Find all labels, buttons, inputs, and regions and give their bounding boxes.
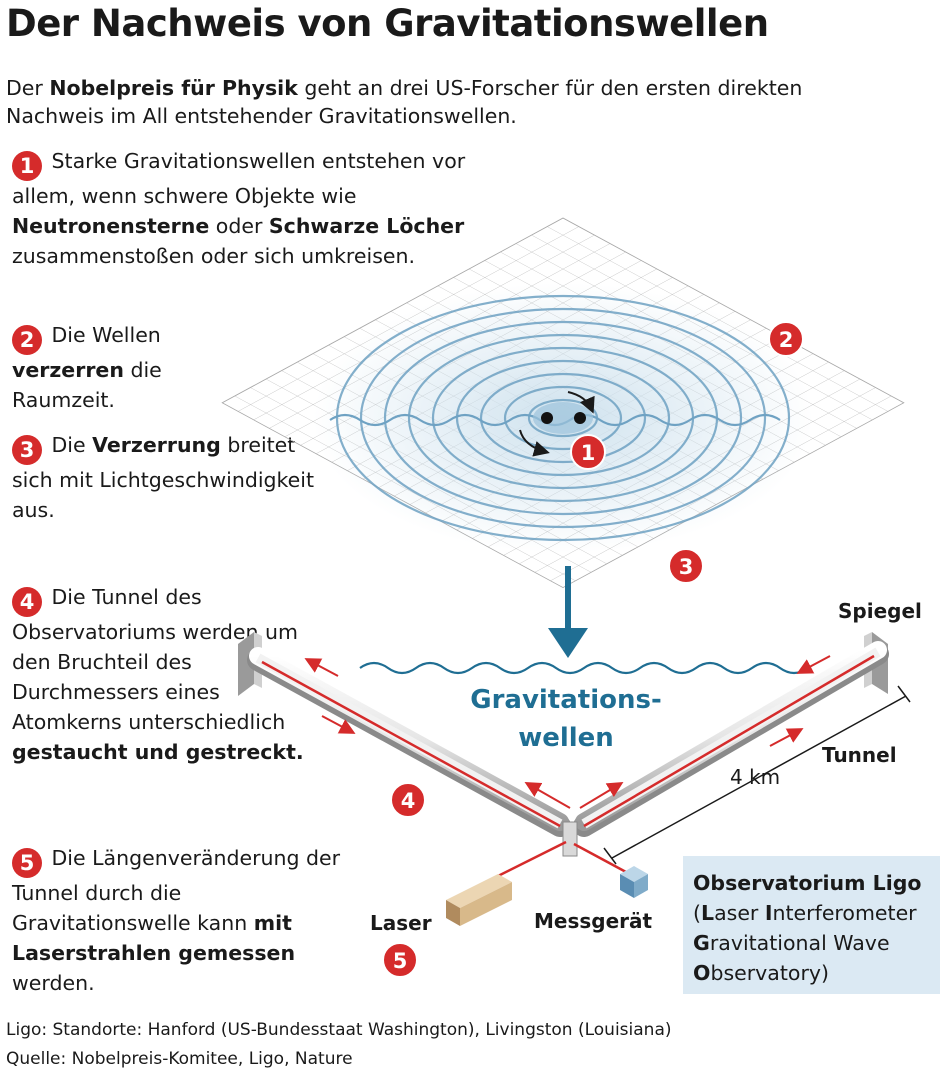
step-number-2: 2 [12, 325, 42, 355]
step-5-text-b: werden. [12, 971, 95, 995]
black-holes [519, 391, 595, 457]
intro-text: Der Nobelpreis für Physik geht an drei U… [6, 74, 906, 130]
step-number-3: 3 [12, 435, 42, 465]
marker-4-label: 4 [401, 789, 416, 813]
step-2-bold-a: verzerren [12, 358, 124, 382]
tunnel-left [247, 647, 571, 837]
marker-5-label: 5 [393, 949, 408, 973]
step-5: 5 Die Längenveränderung der Tunnel durch… [12, 843, 342, 998]
step-5-bold-a: mit Laserstrahlen gemessen [12, 911, 296, 965]
marker-3: 3 [668, 548, 704, 584]
step-1-text-b: oder [209, 214, 269, 238]
step-1-bold-a: Neutronensterne [12, 214, 210, 238]
distance-label: 4 km [730, 765, 780, 789]
footer-locations: Ligo: Standorte: Hanford (US-Bundesstaat… [6, 1020, 672, 1040]
messgeraet-label: Messgerät [534, 909, 653, 933]
gravitational-ripples [313, 283, 813, 553]
ligo-title: Observatorium Ligo [693, 871, 922, 895]
tunnel-right [573, 641, 889, 837]
detector-beam [573, 842, 627, 874]
ligo-line-1: (Laser Interferometer [693, 901, 917, 925]
step-1-text-a: Starke Gravitationswellen entstehen vor … [12, 149, 466, 208]
step-3-bold-a: Verzerrung [92, 433, 221, 457]
distance-dimension [603, 685, 911, 865]
step-4-bold-a: gestaucht und gestreckt. [12, 740, 304, 764]
ligo-line-2: Gravitational Wave [693, 931, 890, 955]
motion-arrows [304, 655, 831, 809]
step-1: 1 Starke Gravitationswellen entstehen vo… [12, 146, 472, 271]
intro-post: geht an drei US-Forscher für den ersten … [6, 76, 803, 128]
marker-4: 4 [390, 782, 426, 818]
step-5-text-a: Die Längenveränderung der Tunnel durch d… [12, 846, 341, 935]
laser-label: Laser [370, 911, 432, 935]
detector-device [620, 866, 648, 898]
laser-device [446, 874, 512, 926]
tunnel-label: Tunnel [822, 743, 897, 767]
page-title: Der Nachweis von Gravitationswellen [6, 2, 769, 45]
step-1-bold-b: Schwarze Löcher [268, 214, 465, 238]
step-2: 2 Die Wellen verzerren die Raumzeit. [12, 320, 212, 415]
beam-splitter [562, 821, 578, 857]
marker-2: 2 [768, 321, 804, 357]
intro-bold: Nobelpreis für Physik [49, 76, 298, 100]
marker-1: 1 [570, 434, 606, 470]
footer-source: Quelle: Nobelpreis-Komitee, Ligo, Nature [6, 1049, 353, 1069]
ligo-info-box: Observatorium Ligo (Laser Interferometer… [683, 856, 940, 994]
wave-label-line1: Gravitations- [470, 685, 662, 715]
ligo-line-3: Observatory) [693, 961, 830, 985]
step-4: 4 Die Tunnel des Observatoriums werden u… [12, 582, 312, 767]
step-4-text-a: Die Tunnel des Observatoriums werden um … [12, 585, 298, 734]
step-number-4: 4 [12, 587, 42, 617]
marker-1-label: 1 [581, 441, 596, 465]
laser-beam [489, 840, 567, 882]
intro-pre: Der [6, 76, 50, 100]
marker-3-label: 3 [679, 555, 694, 579]
step-3-text-a: Die [45, 433, 93, 457]
step-number-1: 1 [12, 151, 42, 181]
incoming-wave [359, 661, 809, 675]
marker-2-label: 2 [779, 328, 794, 352]
step-3-text-b: breitet sich mit Lichtgeschwindigkeit au… [12, 433, 315, 522]
step-2-text-a: Die Wellen [45, 323, 161, 347]
wave-label-line2: wellen [518, 723, 614, 753]
step-number-5: 5 [12, 848, 42, 878]
step-2-text-b: die Raumzeit. [12, 358, 162, 412]
down-arrow-icon [548, 566, 588, 658]
step-1-text-c: zusammenstoßen oder sich umkreisen. [12, 244, 416, 268]
spiegel-label: Spiegel [838, 599, 922, 623]
marker-5: 5 [382, 942, 418, 978]
step-3: 3 Die Verzerrung breitet sich mit Lichtg… [12, 430, 322, 525]
